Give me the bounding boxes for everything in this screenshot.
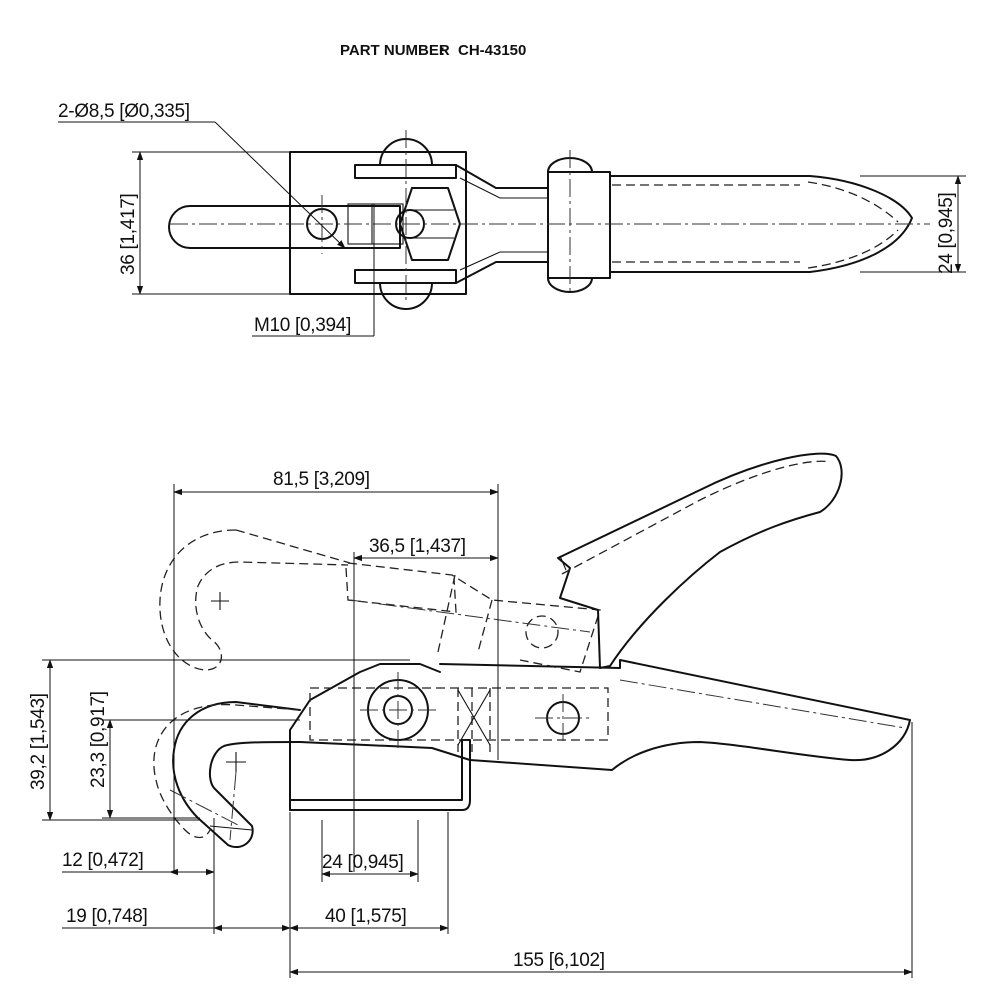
body-plate	[289, 663, 441, 811]
dim-width-right: 24 [0,945]	[936, 192, 957, 274]
handle-closed-position	[299, 659, 911, 771]
handle-outline	[609, 175, 913, 273]
dim-height-total: 39,2 [1,543]	[28, 693, 49, 790]
part-number-value: CH-43150	[458, 42, 526, 59]
side-view: 81,5 [3,209] 36,5 [1,437] 39,2 [1,543] 2…	[28, 452, 913, 978]
dim-width-left: 36 [1,417]	[118, 193, 139, 275]
part-number-separator: :	[440, 42, 445, 59]
dim-hook-reach: 19 [0,748]	[66, 906, 148, 927]
latch-hook-outline	[168, 205, 401, 249]
pivot-pin-end	[379, 282, 433, 310]
dim-overall-open: 81,5 [3,209]	[273, 469, 370, 490]
handle-open-position	[557, 452, 843, 669]
side-plate-upper	[354, 164, 457, 179]
dim-base-width: 24 [0,945]	[322, 852, 404, 873]
base-bracket	[289, 739, 471, 811]
dim-hole-spacing: 40 [1,575]	[325, 906, 407, 927]
dim-lever-travel: 36,5 [1,437]	[369, 536, 466, 557]
dim-hook-offset: 12 [0,472]	[62, 850, 144, 871]
nut-hex	[399, 187, 461, 261]
dim-thread: M10 [0,394]	[254, 315, 351, 336]
top-view: 2-Ø8,5 [Ø0,335] 36 [1,417] M10 [0,394] 2…	[58, 101, 966, 337]
link-bar	[309, 687, 609, 741]
latch-hook-closed	[172, 701, 301, 848]
dim-overall-length: 155 [6,102]	[513, 950, 605, 971]
dim-hole-callout: 2-Ø8,5 [Ø0,335]	[58, 101, 190, 122]
hook-open-position	[159, 529, 349, 671]
part-number-label: PART NUMBER	[340, 42, 450, 59]
title-block: PART NUMBER : CH-43150	[340, 42, 526, 59]
dim-height-hook: 23,3 [0,917]	[88, 691, 109, 788]
base-plate-outline	[289, 151, 467, 295]
handle-pivot-block	[547, 171, 611, 279]
